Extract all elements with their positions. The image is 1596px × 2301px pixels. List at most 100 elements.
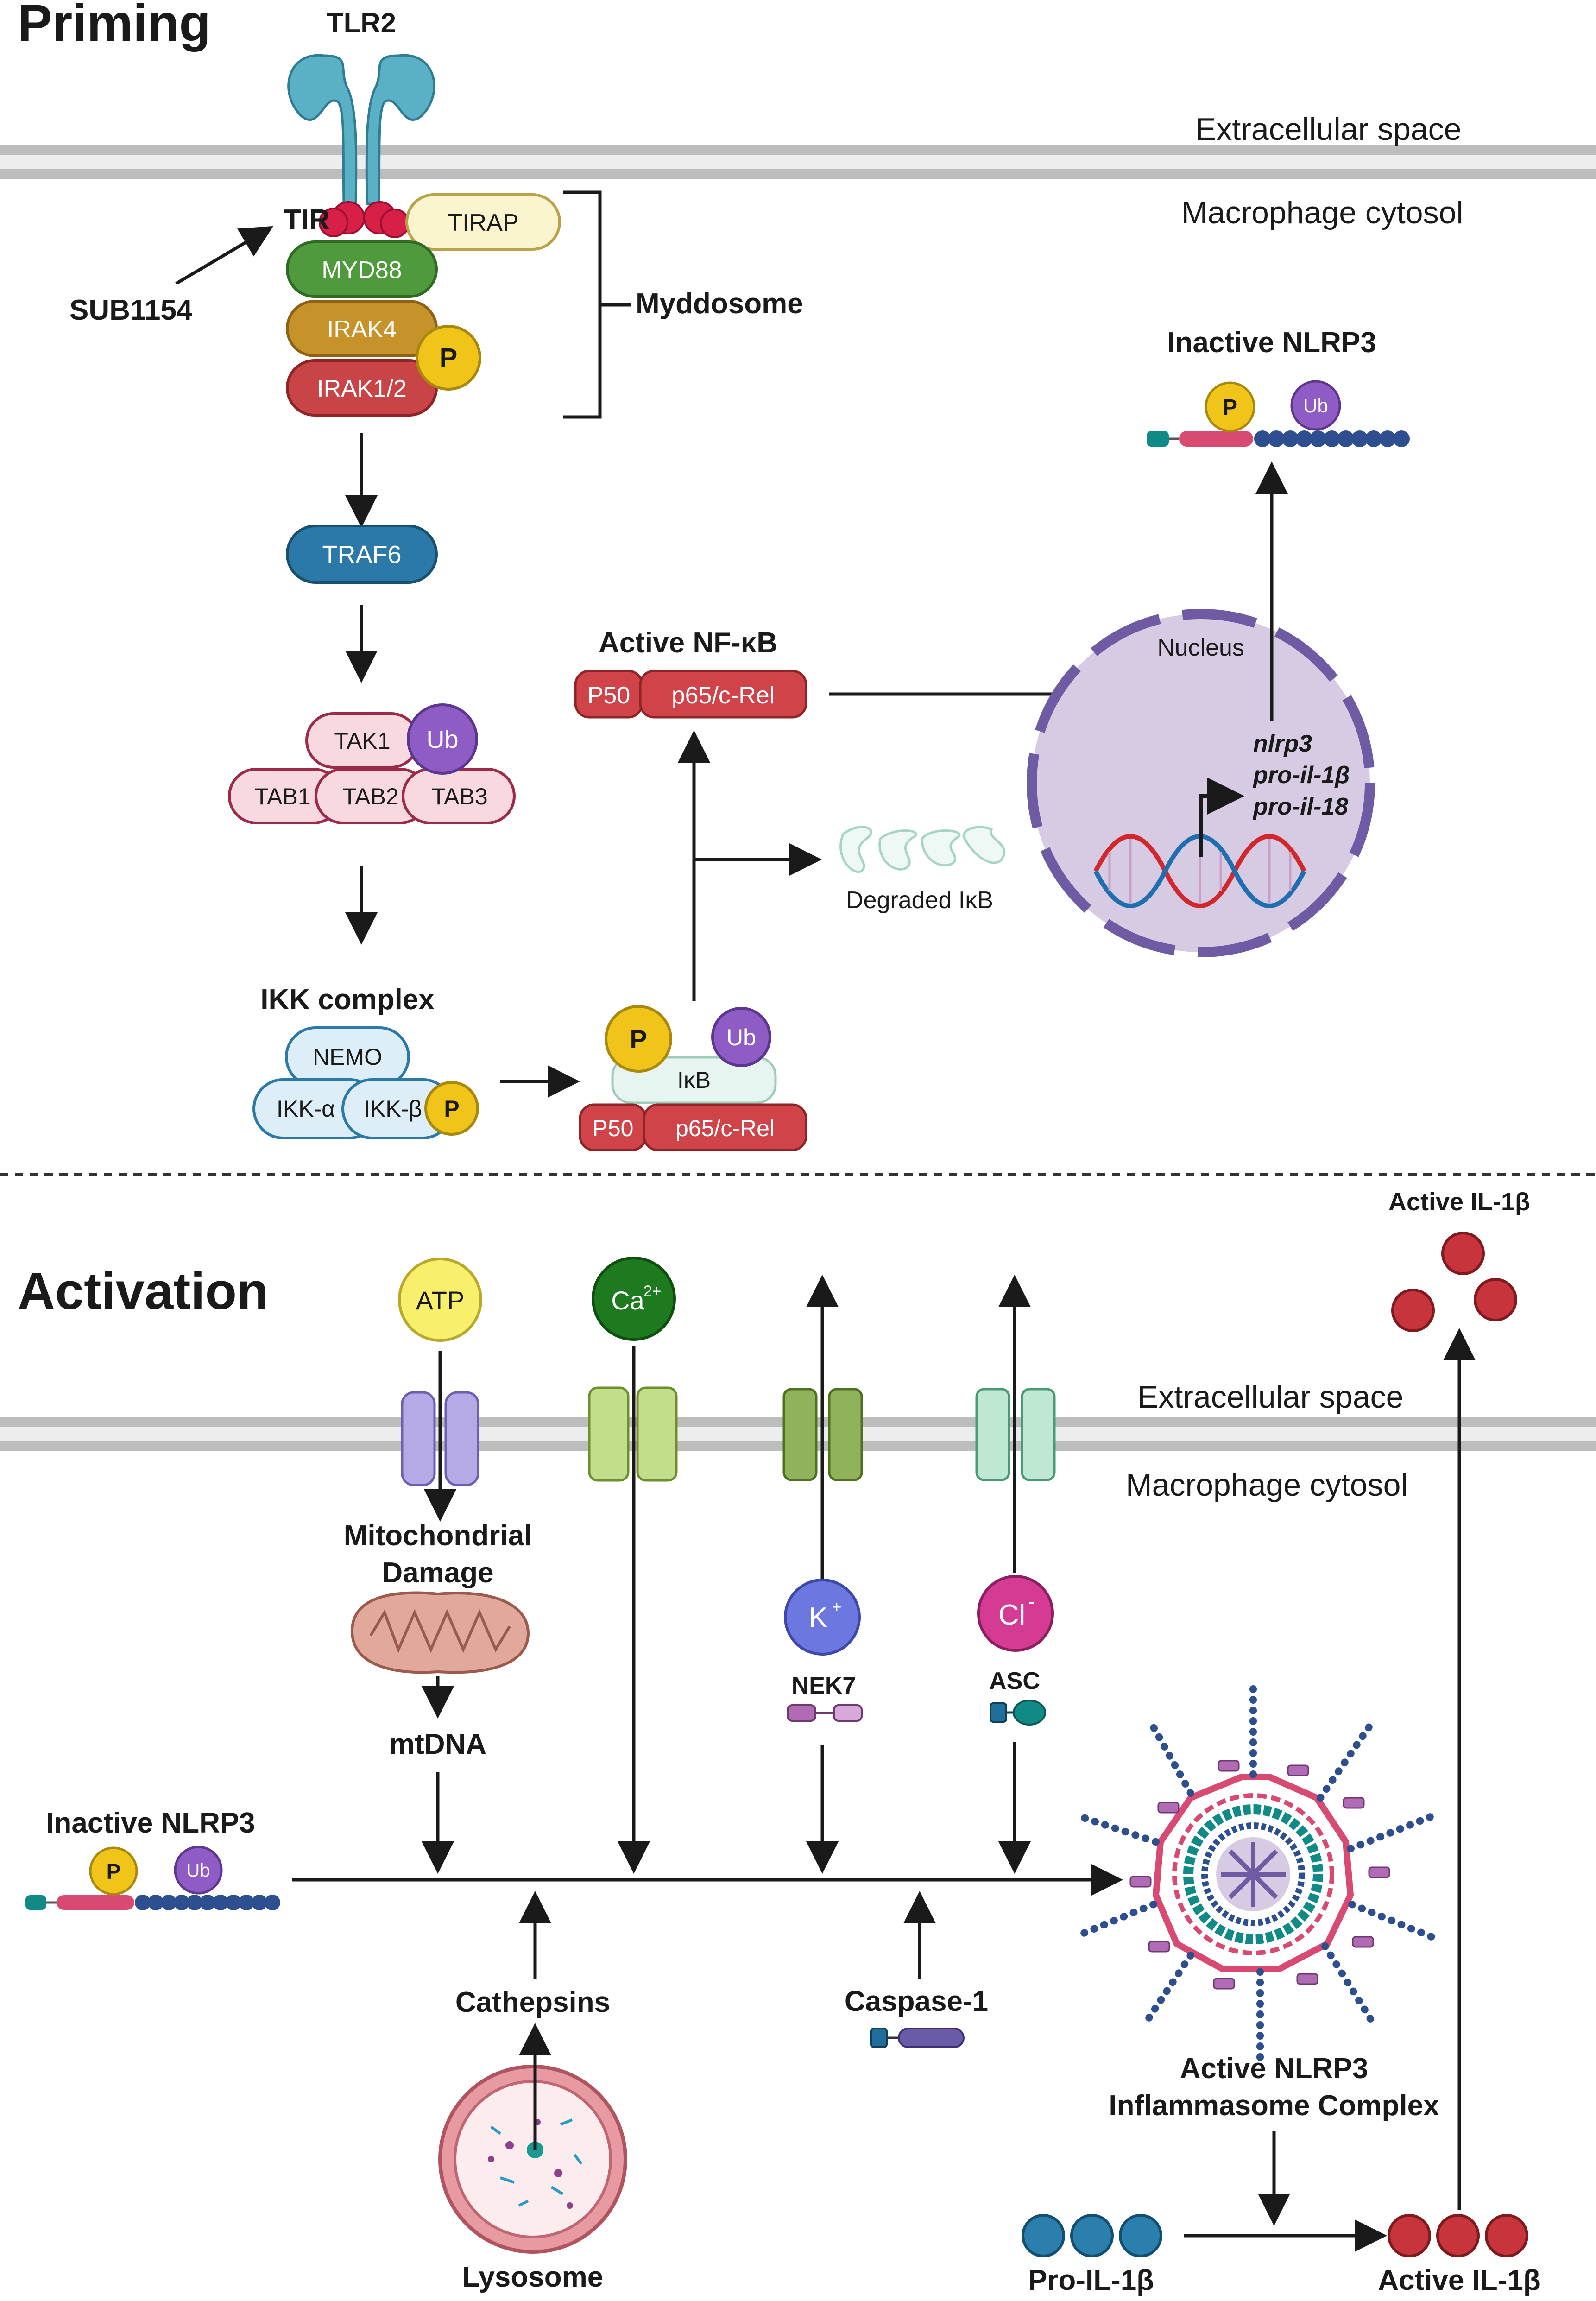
activation-extracellular-label: Extracellular space bbox=[1137, 1379, 1403, 1415]
caspase-label: Caspase-1 bbox=[845, 1985, 988, 2017]
pro-il-1b-label: Pro-IL-1β bbox=[1028, 2264, 1154, 2296]
p2x7-channel-icon bbox=[401, 1391, 479, 1486]
tak1-ub-label: Ub bbox=[426, 726, 458, 753]
sub1154-arrow bbox=[175, 226, 274, 285]
ikb-phospho-icon bbox=[605, 1005, 672, 1073]
nuclear-envelope bbox=[1027, 609, 1375, 957]
ikk-phospho-icon bbox=[424, 1081, 479, 1136]
priming-title: Priming bbox=[18, 0, 211, 52]
mitochondrion-icon bbox=[350, 1591, 530, 1674]
activation-panel: Activation Extracellular space Macrophag… bbox=[0, 1188, 1596, 2296]
tir-domain-icon bbox=[319, 201, 410, 238]
tab2-label: TAB2 bbox=[342, 784, 398, 809]
active-il-1b-label: Active IL-1β bbox=[1378, 2264, 1540, 2296]
mtdna-label: mtDNA bbox=[389, 1728, 486, 1760]
lysosome-icon bbox=[438, 2065, 627, 2254]
tirap-protein bbox=[405, 193, 561, 251]
calcium-channel-icon bbox=[588, 1386, 678, 1482]
calcium-label: Ca bbox=[611, 1286, 644, 1315]
p50-active-label: P50 bbox=[587, 682, 631, 709]
nucleus-label: Nucleus bbox=[1157, 634, 1244, 661]
potassium-charge: + bbox=[832, 1597, 841, 1616]
traf6-protein bbox=[286, 525, 438, 584]
sub1154-label: SUB1154 bbox=[69, 294, 193, 326]
cathepsins-label: Cathepsins bbox=[455, 1986, 610, 2018]
inactive-nlrp3-top-ub: Ub bbox=[1303, 395, 1328, 417]
traf6-label: TRAF6 bbox=[322, 541, 401, 569]
mito-damage-line1: Mitochondrial bbox=[344, 1520, 532, 1552]
activation-cytosol-label: Macrophage cytosol bbox=[1126, 1467, 1408, 1503]
calcium-icon bbox=[592, 1257, 676, 1341]
p50-bound-label: P50 bbox=[593, 1115, 634, 1141]
p65-active-protein bbox=[639, 670, 807, 719]
chloride-label: Cl bbox=[998, 1599, 1026, 1631]
irak12-label: IRAK1/2 bbox=[317, 375, 407, 402]
nucleus bbox=[1032, 614, 1370, 952]
nek7-label: NEK7 bbox=[792, 1672, 856, 1699]
tab3-label: TAB3 bbox=[431, 784, 487, 809]
complex-label-line2: Inflammasome Complex bbox=[1109, 2090, 1439, 2122]
atp-label: ATP bbox=[416, 1286, 465, 1315]
chloride-charge: - bbox=[1028, 1592, 1034, 1612]
tlr2-receptor-icon bbox=[287, 54, 435, 205]
ikb-ub-label: Ub bbox=[726, 1024, 756, 1050]
atp-icon bbox=[398, 1258, 482, 1342]
myd88-protein bbox=[286, 240, 438, 298]
nek7-icon bbox=[787, 1704, 863, 1722]
myd88-label: MYD88 bbox=[322, 257, 402, 284]
nemo-label: NEMO bbox=[313, 1044, 382, 1070]
active-nfkb-title: Active NF-κB bbox=[599, 627, 777, 659]
ikk-complex bbox=[252, 1026, 454, 1139]
tak1-label: TAK1 bbox=[334, 728, 390, 754]
potassium-channel-icon bbox=[782, 1388, 863, 1481]
active-il-1b-icon bbox=[1388, 2214, 1528, 2257]
irak4-label: IRAK4 bbox=[327, 316, 397, 343]
asc-label: ASC bbox=[989, 1668, 1040, 1694]
ikb-label: IκB bbox=[677, 1067, 711, 1093]
inactive-nlrp3-bottom-title: Inactive NLRP3 bbox=[46, 1807, 255, 1839]
chloride-channel-icon bbox=[975, 1388, 1056, 1481]
potassium-label: K bbox=[808, 1602, 827, 1634]
myddosome-label: Myddosome bbox=[636, 288, 803, 320]
p65-active-label: p65/c-Rel bbox=[672, 682, 775, 709]
inactive-nlrp3-bottom-ub: Ub bbox=[186, 1860, 210, 1881]
tak1-ub-icon bbox=[407, 703, 478, 775]
tlr2-label: TLR2 bbox=[327, 7, 396, 38]
inactive-nlrp3-top-p: P bbox=[1223, 395, 1237, 420]
p65-bound-protein bbox=[643, 1103, 807, 1151]
activation-title: Activation bbox=[18, 1262, 268, 1320]
tab1-label: TAB1 bbox=[254, 784, 310, 809]
complex-label-line1: Active NLRP3 bbox=[1180, 2053, 1369, 2085]
priming-panel: Priming Extracellular space Macrophage c… bbox=[0, 0, 1596, 1151]
ikk-alpha-label: IKK-α bbox=[277, 1096, 335, 1122]
active-il-1b-top-label: Active IL-1β bbox=[1388, 1188, 1530, 1216]
priming-membrane bbox=[0, 145, 1596, 179]
lysosome-label: Lysosome bbox=[462, 2261, 603, 2293]
priming-cytosol-label: Macrophage cytosol bbox=[1181, 195, 1464, 230]
gene-pro-il-18: pro-il-18 bbox=[1252, 793, 1348, 820]
ikk-beta-label: IKK-β bbox=[364, 1096, 422, 1122]
nlrp3-inflammasome-icon bbox=[1071, 1683, 1435, 2061]
irak-phospho-icon bbox=[416, 325, 481, 391]
chloride-icon bbox=[977, 1575, 1054, 1652]
gene-pro-il-1b: pro-il-1β bbox=[1252, 762, 1350, 789]
ikk-complex-title: IKK complex bbox=[260, 984, 435, 1016]
p65-bound-label: p65/c-Rel bbox=[675, 1115, 775, 1141]
transcription-start-arrow bbox=[1199, 778, 1244, 857]
inactive-nlrp3-bottom-p: P bbox=[107, 1859, 121, 1884]
mito-damage-line2: Damage bbox=[382, 1557, 493, 1589]
tak-tab-complex bbox=[228, 712, 516, 824]
ikb-phospho-label: P bbox=[630, 1024, 647, 1054]
caspase-1-icon bbox=[870, 2028, 965, 2048]
tir-label: TIR bbox=[284, 204, 330, 236]
degraded-ikb-icon bbox=[839, 826, 1006, 873]
secreted-il-1b-icon bbox=[1391, 1232, 1517, 1332]
irak-phospho-label: P bbox=[440, 343, 458, 373]
tirap-label: TIRAP bbox=[448, 209, 518, 236]
gene-nlrp3: nlrp3 bbox=[1253, 730, 1312, 757]
pro-il-1b-icon bbox=[1022, 2214, 1162, 2257]
ikk-phospho-label: P bbox=[444, 1096, 459, 1122]
inactive-nlrp3-top-icon bbox=[1147, 380, 1410, 447]
degraded-ikb-label: Degraded IκB bbox=[846, 887, 993, 914]
